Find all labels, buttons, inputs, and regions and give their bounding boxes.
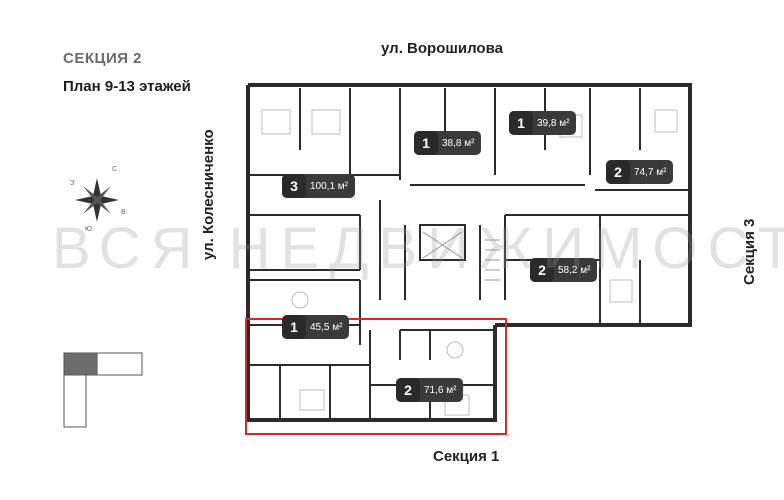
outer-wall-top-right xyxy=(248,83,692,327)
apartment-area: 74,7 м² xyxy=(634,166,667,178)
rooms-count: 1 xyxy=(414,131,438,155)
apartment-area: 100,1 м² xyxy=(310,180,349,192)
rooms-count: 3 xyxy=(282,174,306,198)
apartment-area: 58,2 м² xyxy=(558,264,591,276)
compass-rose-icon xyxy=(75,178,119,222)
apartment-badge-1-room[interactable]: 1 39,8 м² xyxy=(509,111,577,135)
apartment-area: 38,8 м² xyxy=(442,137,475,149)
compass-label-south: Ю xyxy=(85,226,93,233)
apartment-badge-2-rooms[interactable]: 2 58,2 м² xyxy=(530,258,598,282)
section-title: СЕКЦИЯ 2 xyxy=(63,50,143,67)
street-top-label: ул. Ворошилова xyxy=(381,40,503,57)
selected-apartment-outline[interactable] xyxy=(245,318,507,435)
apartment-badge-3-rooms[interactable]: 3 100,1 м² xyxy=(282,174,356,198)
apartment-badge-2-rooms[interactable]: 2 74,7 м² xyxy=(606,160,674,184)
apartment-badge-1-room[interactable]: 1 38,8 м² xyxy=(414,131,482,155)
watermark: ВСЯ НЕДВИЖИМОСТЬ xyxy=(52,216,784,281)
apartment-area: 45,5 м² xyxy=(310,321,343,333)
rooms-count: 1 xyxy=(282,315,306,339)
apartment-area: 71,6 м² xyxy=(424,384,457,396)
key-plan xyxy=(63,352,143,428)
floor-plan-label: План 9-13 этажей xyxy=(63,78,191,95)
apartment-badge-2-rooms-selected[interactable]: 2 71,6 м² xyxy=(396,378,464,402)
section-1-label: Секция 1 xyxy=(433,448,500,465)
compass-label-north: С xyxy=(112,166,118,173)
rooms-count: 2 xyxy=(606,160,630,184)
apartment-badge-1-room[interactable]: 1 45,5 м² xyxy=(282,315,350,339)
rooms-count: 1 xyxy=(509,111,533,135)
rooms-count: 2 xyxy=(396,378,420,402)
compass-label-east: В xyxy=(121,209,126,216)
apartment-area: 39,8 м² xyxy=(537,117,570,129)
rooms-count: 2 xyxy=(530,258,554,282)
outer-wall-left-bottom xyxy=(246,170,497,422)
compass-label-west: З xyxy=(70,180,75,187)
